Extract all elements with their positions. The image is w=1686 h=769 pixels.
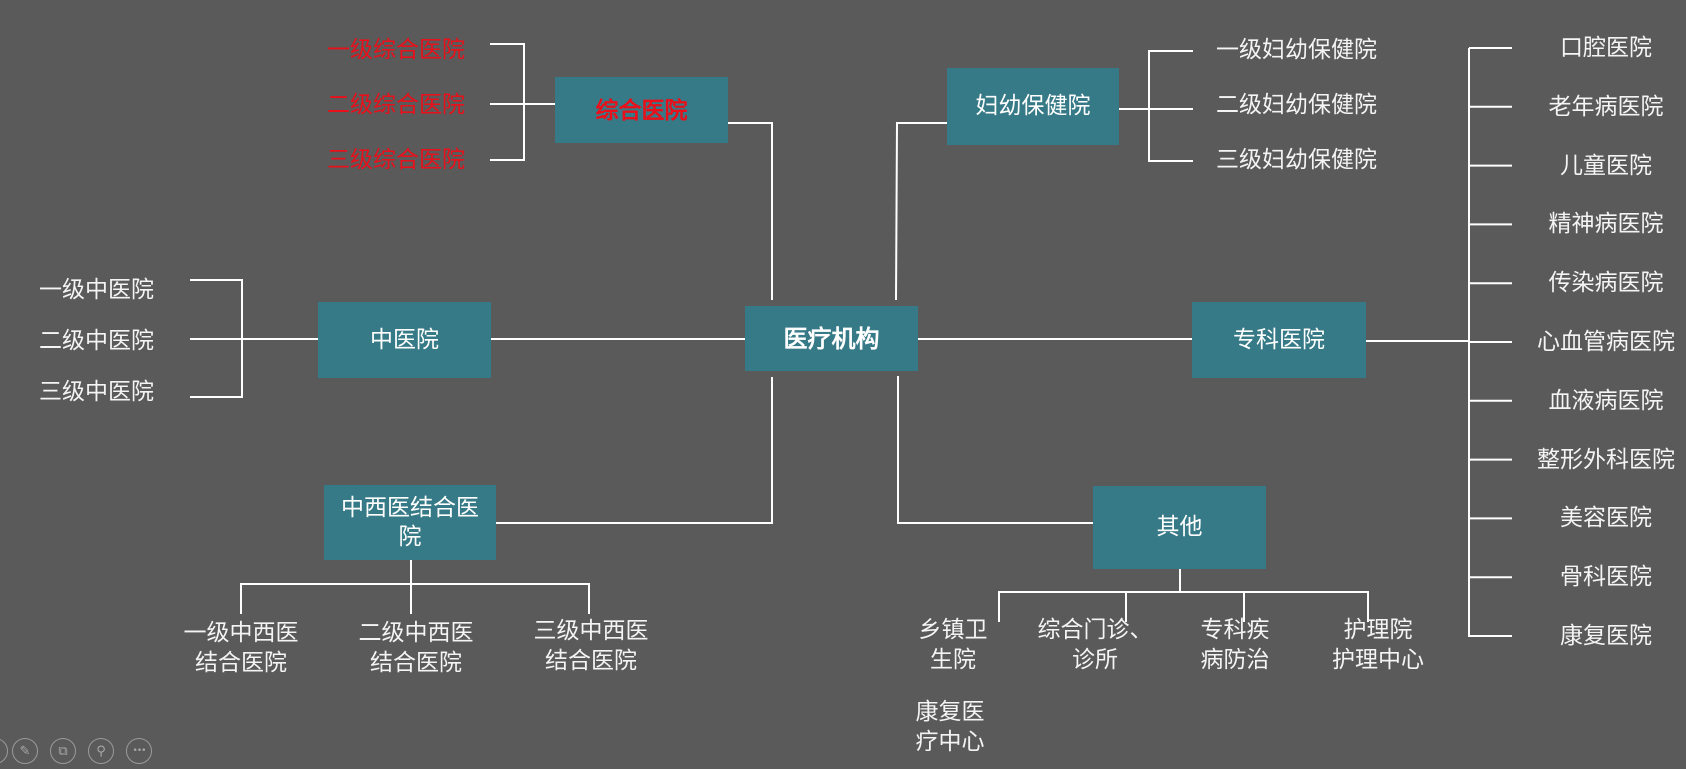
integrated-hospital-child: 一级中西医 结合医院 [184,618,299,678]
connector [897,376,1093,524]
label-line: 生院 [930,647,976,673]
label-line: 结合医院 [370,650,462,676]
others-child: 康复医 疗中心 [916,697,985,757]
label-line: 综合门诊、 [1037,617,1153,643]
specialty-hospital-child: 传染病医院 [1548,270,1664,297]
pen-icon: ✎ [19,743,31,759]
label-line: 病防治 [1200,647,1270,673]
specialty-hospital-child: 整形外科医院 [1537,446,1675,473]
label-line: 乡镇卫 [918,617,988,643]
tcm-hospital-child: 二级中医院 [39,328,154,354]
maternal-child-child: 二级妇幼保健院 [1216,92,1377,118]
specialty-hospital-child: 老年病医院 [1548,93,1664,120]
others-child: 专科疾 病防治 [1201,615,1270,675]
label-line: 结合医院 [195,650,287,676]
label-line: 专科疾 [1200,617,1270,643]
maternal-child-child: 三级妇幼保健院 [1216,147,1377,173]
maternal-child-child: 一级妇幼保健院 [1216,37,1377,63]
pen-button[interactable]: ✎ [12,738,38,764]
label-line: 结合医院 [545,648,637,674]
specialty-hospital-child: 骨科医院 [1560,564,1652,591]
magnifier-icon: ⚲ [96,743,106,759]
others-node[interactable]: 其他 [1093,486,1266,569]
label-line: 康复医 [915,699,985,725]
slides-icon: ⧉ [58,743,68,759]
general-hospital-child: 二级综合医院 [327,92,465,118]
others-child: 护理院 护理中心 [1332,615,1424,675]
specialty-hospital-child: 心血管病医院 [1537,329,1675,355]
root-node[interactable]: 医疗机构 [745,306,918,371]
integrated-hospital-child: 二级中西医 结合医院 [359,618,474,678]
label-line: 一级中西医 [183,620,299,646]
specialty-hospital-child: 血液病医院 [1548,387,1664,414]
specialty-hospital-child: 儿童医院 [1560,152,1652,179]
others-child: 综合门诊、 诊所 [1038,615,1153,675]
integrated-hospital-child: 三级中西医 结合医院 [534,616,649,676]
see-all-slides-button[interactable]: ⧉ [50,738,76,764]
integrated-hospital-label-line2: 院 [398,523,422,550]
specialty-hospital-child: 美容医院 [1560,505,1652,532]
connector [496,377,773,524]
specialty-hospital-child: 精神病医院 [1548,211,1664,238]
label-line: 疗中心 [915,729,985,755]
specialty-hospital-child: 口腔医院 [1560,35,1652,61]
specialty-hospital-node[interactable]: 专科医院 [1192,302,1366,378]
zoom-button[interactable]: ⚲ [88,738,114,764]
maternal-child-node[interactable]: 妇幼保健院 [947,68,1119,145]
label-line: 诊所 [1072,647,1118,673]
tcm-hospital-child: 三级中医院 [39,379,154,405]
general-hospital-child: 三级综合医院 [327,147,465,173]
connector [895,122,947,301]
label-line: 护理院 [1343,617,1413,643]
tcm-hospital-child: 一级中医院 [39,277,154,303]
specialty-hospital-child: 康复医院 [1560,623,1652,649]
label-line: 护理中心 [1332,647,1424,673]
tcm-hospital-node[interactable]: 中医院 [318,302,491,378]
others-child: 乡镇卫 生院 [919,615,988,675]
connector [728,122,773,300]
more-options-button[interactable]: ••• [126,738,152,764]
more-icon: ••• [132,746,147,756]
general-hospital-node[interactable]: 综合医院 [555,77,728,143]
integrated-hospital-node[interactable]: 中西医结合医 院 [324,485,496,560]
label-line: 三级中西医 [533,618,649,644]
general-hospital-child: 一级综合医院 [327,37,465,63]
label-line: 二级中西医 [358,620,474,646]
integrated-hospital-label-line1: 中西医结合医 [341,494,479,521]
